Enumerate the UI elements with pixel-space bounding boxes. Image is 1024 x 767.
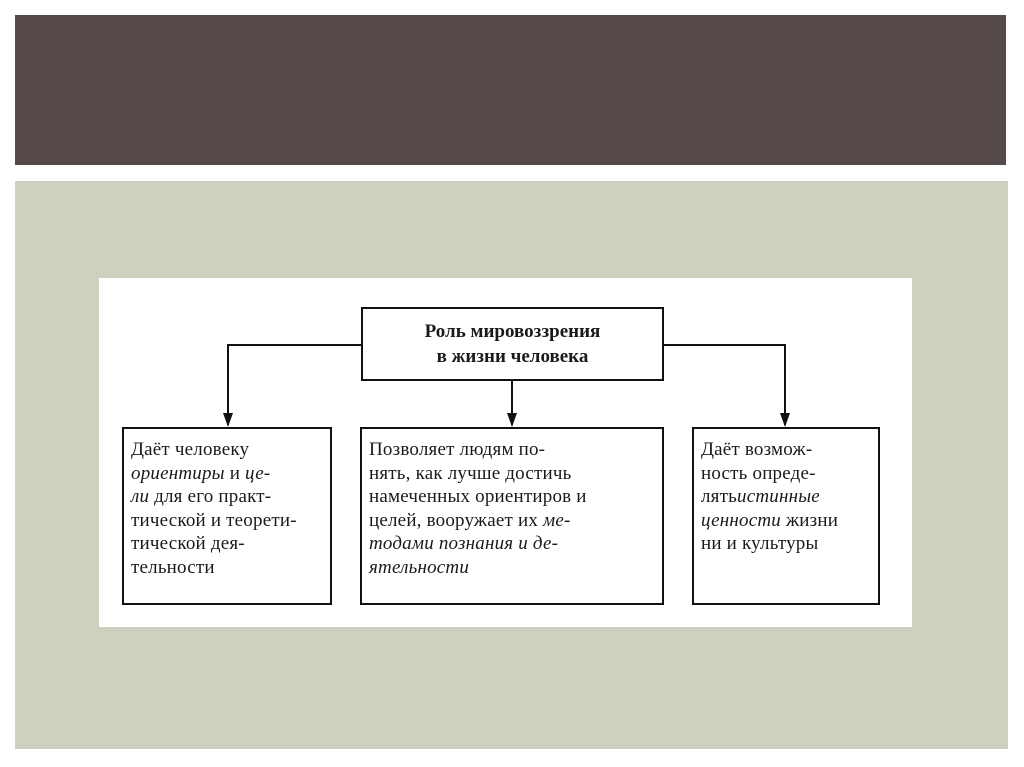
- text-line: тической дея-: [131, 532, 324, 556]
- plain-text: Даёт возмож-: [701, 439, 813, 460]
- text-line: ни и культуры: [701, 532, 872, 556]
- text-line: тельности: [131, 556, 324, 580]
- emphasis-text: ориентиры: [131, 462, 225, 484]
- text-line: тической и теорети-: [131, 509, 324, 533]
- text-line: ятельности: [369, 556, 656, 580]
- emphasis-text: ятельности: [369, 556, 470, 578]
- text-line: Даёт человеку: [131, 438, 324, 462]
- plain-text: ни и культуры: [701, 533, 819, 555]
- plain-text: намеченных ориентиров и: [369, 486, 587, 508]
- text-line: нять, как лучше достичь: [369, 462, 656, 486]
- text-line: лятьистинные: [701, 485, 872, 509]
- root-line-2: в жизни человека: [436, 346, 589, 367]
- emphasis-text: ме-: [543, 509, 571, 531]
- plain-text: тической и теорети-: [131, 509, 297, 531]
- plain-text: Даёт человеку: [131, 439, 250, 460]
- text-line: тодами познания и де-: [369, 532, 656, 556]
- root-node: Роль мировоззрения в жизни человека: [361, 307, 664, 381]
- text-line: Позволяет людям по-: [369, 438, 656, 462]
- title-bar: [15, 15, 1006, 165]
- plain-text: и: [224, 462, 246, 484]
- plain-text: целей, вооружает их: [369, 509, 543, 531]
- plain-text: ность опреде-: [701, 462, 816, 484]
- text-line: ориентиры и це-: [131, 462, 324, 486]
- text-line: целей, вооружает их ме-: [369, 509, 656, 533]
- emphasis-text: тодами познания и де-: [369, 533, 559, 555]
- text-line: намеченных ориентиров и: [369, 485, 656, 509]
- text-line: ли для его практ-: [131, 485, 324, 509]
- plain-text: для его практ-: [149, 486, 272, 508]
- text-line: Даёт возмож-: [701, 438, 872, 462]
- emphasis-text: истинные: [737, 486, 820, 508]
- plain-text: тической дея-: [131, 533, 245, 555]
- plain-text: тельности: [131, 556, 215, 578]
- plain-text: жизни: [781, 509, 839, 531]
- plain-text: нять, как лучше достичь: [369, 462, 572, 484]
- root-line-1: Роль мировоззрения: [424, 321, 601, 342]
- text-line: ценности жизни: [701, 509, 872, 533]
- emphasis-text: ли: [131, 486, 150, 508]
- text-line: ность опреде-: [701, 462, 872, 486]
- child-node-methods: Позволяет людям по-нять, как лучше дости…: [360, 427, 664, 605]
- plain-text: Позволяет людям по-: [369, 439, 546, 460]
- emphasis-text: ценности: [701, 509, 782, 531]
- emphasis-text: це-: [245, 462, 271, 484]
- plain-text: лять: [701, 486, 737, 508]
